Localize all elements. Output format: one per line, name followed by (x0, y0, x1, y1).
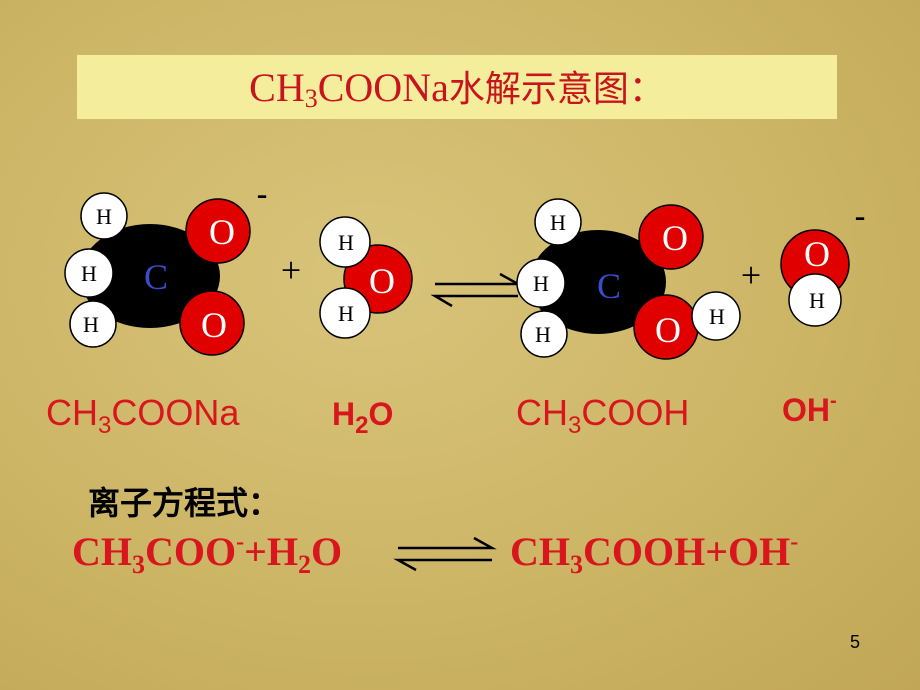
hydroxide-ion: O H - (780, 198, 866, 327)
acetic-acid-molecule: C O O H H H H (516, 198, 741, 360)
label-water: H2O (332, 396, 394, 439)
hydrogen-atom (319, 216, 371, 268)
equation-right-side: CH3COOH+OH- (510, 529, 799, 579)
atom-label: H (535, 322, 551, 347)
plus-sign: + (281, 250, 301, 290)
hydrogen-atom (319, 287, 371, 339)
oxygen-atom (638, 204, 704, 270)
charge-sign: - (854, 198, 865, 236)
equilibrium-arrows (430, 272, 523, 308)
atom-label: O (804, 234, 830, 274)
carbon-atom (530, 230, 666, 334)
hydrogen-atom (520, 310, 568, 358)
carbon-atom (80, 224, 220, 328)
hydrogen-atom (788, 273, 842, 327)
hydrogen-atom (516, 258, 566, 308)
equation-equilibrium-arrows (393, 536, 497, 572)
equation-left-side: CH3COO-+H2O (72, 529, 343, 579)
atom-label: H (709, 304, 725, 329)
hydrogen-atom (691, 291, 741, 341)
page-number: 5 (850, 632, 861, 652)
label-acetic-acid: CH3COOH (516, 392, 690, 439)
hydrogen-atom (64, 248, 114, 298)
atom-label: H (809, 288, 825, 313)
atom-label: H (338, 230, 354, 255)
label-acetate: CH3COONa (46, 392, 240, 439)
atom-label: H (533, 271, 549, 296)
hydrogen-atom (80, 192, 128, 240)
atom-label: H (96, 204, 112, 229)
hydrogen-atom (69, 300, 117, 348)
equation-heading: 离子方程式： (88, 484, 281, 522)
atom-label: O (201, 305, 227, 345)
slide-title: CH3COONa水解示意图： (249, 65, 665, 113)
title-box: CH3COONa水解示意图： (77, 55, 837, 119)
oxygen-atom (185, 198, 251, 264)
atom-label: O (662, 218, 688, 258)
plus-sign: + (741, 255, 761, 295)
atom-label: O (209, 212, 235, 252)
hydrogen-atom (534, 198, 582, 246)
atom-label: H (83, 312, 99, 337)
label-hydroxide: OH- (782, 390, 837, 428)
charge-sign: - (256, 176, 267, 214)
atom-label: H (81, 261, 97, 286)
oxygen-atom (179, 290, 245, 356)
atom-label: C (144, 257, 168, 297)
atom-label: O (369, 261, 395, 301)
atom-label: C (597, 266, 621, 306)
atom-label: O (655, 310, 681, 350)
acetate-molecule: C O O H H H - (64, 176, 268, 356)
atom-label: H (338, 301, 354, 326)
atom-label: H (550, 210, 566, 235)
water-molecule: O H H (319, 216, 413, 339)
